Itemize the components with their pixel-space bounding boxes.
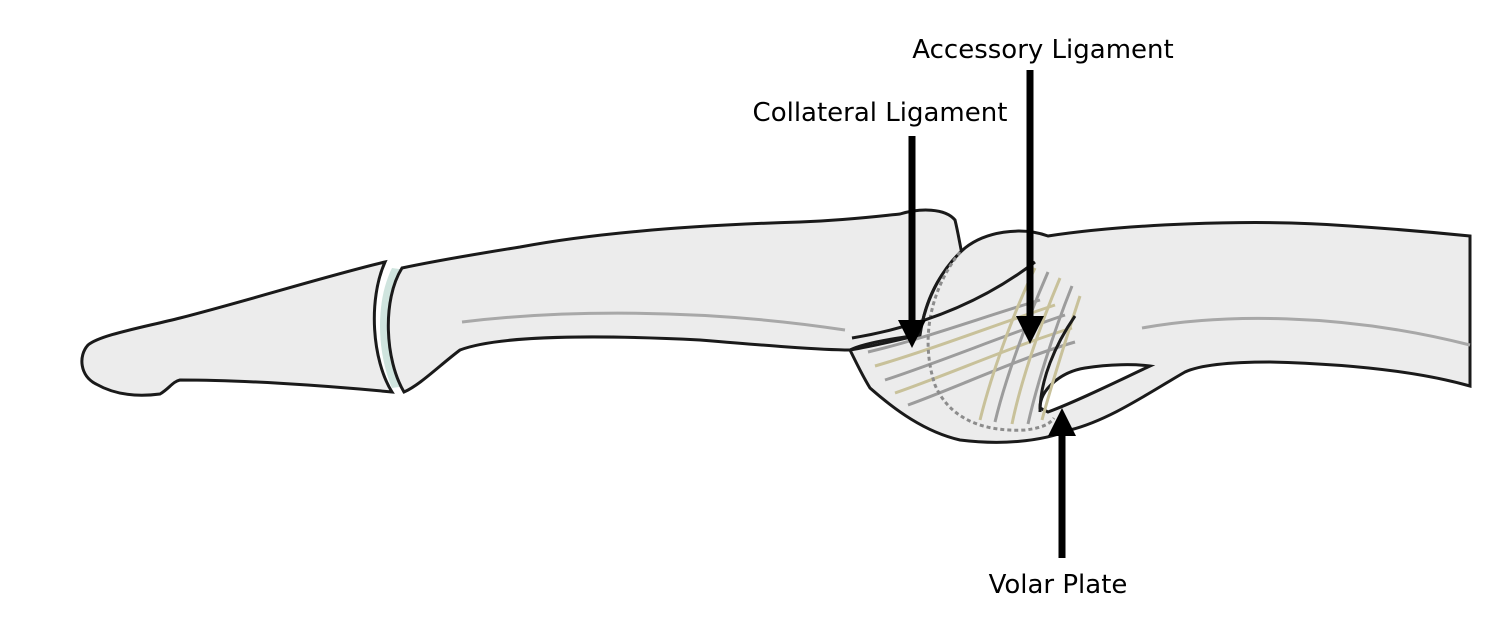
volar-plate-shape [1038,363,1156,414]
accessory-ligament-label: Accessory Ligament [912,35,1173,65]
volar-plate-label: Volar Plate [989,570,1128,600]
accessory-ligament-edge [1038,315,1077,413]
distal-phalanx [80,259,395,397]
collateral-ligament-edge [851,260,1036,340]
accessory-ligament-fibers [978,267,1082,425]
middle-phalanx-shaft-line [461,311,846,332]
joint-capsule-dashed-outline [926,251,1056,432]
collateral-ligament-label: Collateral Ligament [753,98,1008,128]
proximal-phalanx-shaft-line [1141,316,1471,347]
